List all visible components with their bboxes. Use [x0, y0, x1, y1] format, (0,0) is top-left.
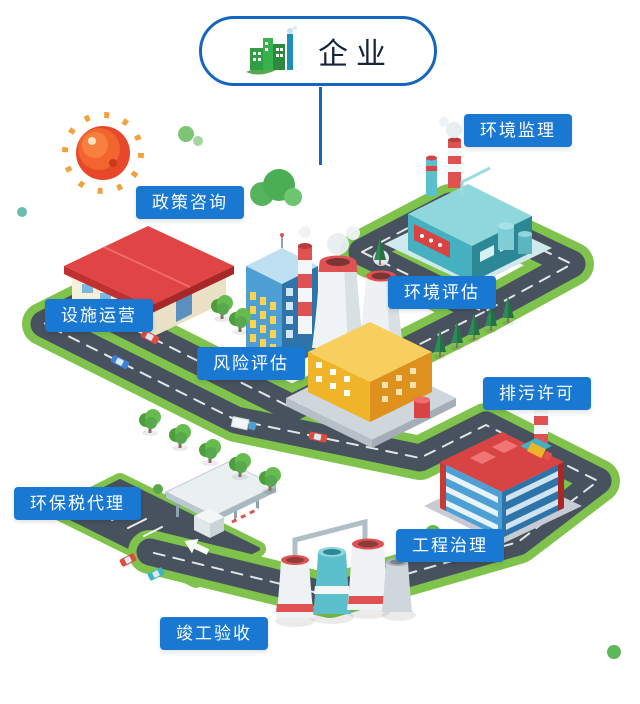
service-label-environmental-assessment[interactable]: 环境评估 [388, 276, 496, 309]
service-label-environmental-tax-agency[interactable]: 环保税代理 [14, 487, 141, 520]
service-label-engineering-treatment[interactable]: 工程治理 [396, 529, 504, 562]
service-label-environmental-supervision[interactable]: 环境监理 [464, 114, 572, 147]
treatment-plant-building [384, 117, 552, 286]
toll-station-structure [153, 461, 278, 538]
connector-line [319, 87, 322, 165]
vehicles [110, 330, 553, 581]
enterprise-badge[interactable]: 企业 [199, 16, 437, 86]
sun-icon [62, 112, 144, 194]
service-label-completion-acceptance[interactable]: 竣工验收 [160, 617, 268, 650]
leaf-blobs [17, 126, 621, 659]
power-plant-building [286, 226, 456, 448]
service-label-policy-consulting[interactable]: 政策咨询 [136, 186, 244, 219]
service-label-facility-operation[interactable]: 设施运营 [45, 299, 153, 332]
silo-stacks [275, 518, 416, 627]
service-label-pollution-discharge-permit[interactable]: 排污许可 [483, 377, 591, 410]
factory-icon [246, 26, 297, 75]
service-label-risk-assessment[interactable]: 风险评估 [197, 347, 305, 380]
enterprise-title: 企业 [318, 38, 394, 71]
